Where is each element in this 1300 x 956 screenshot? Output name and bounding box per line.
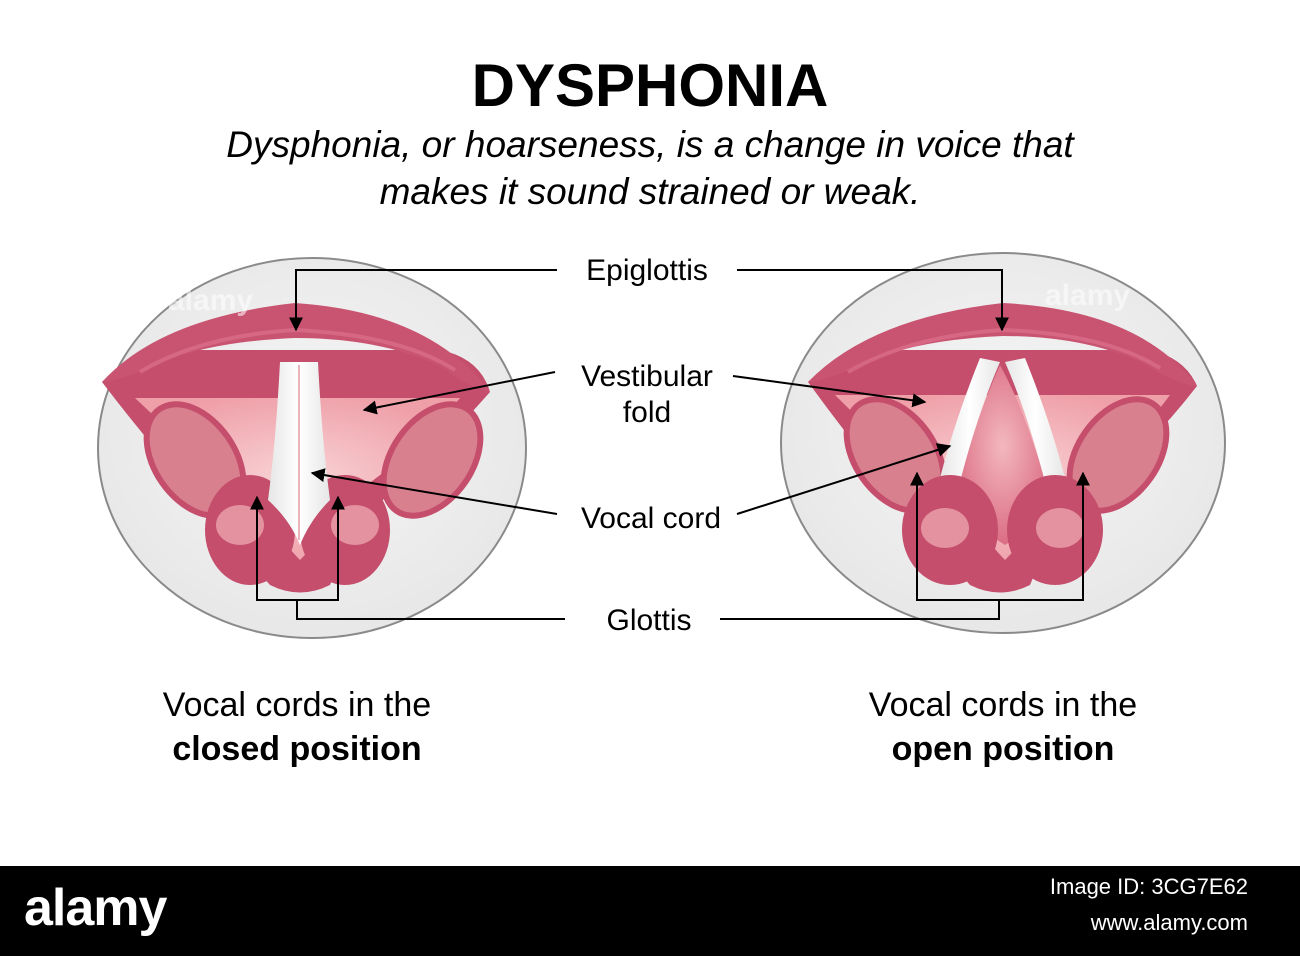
open-larynx-illustration bbox=[780, 252, 1226, 634]
watermark-mark-right: alamy bbox=[1045, 279, 1130, 312]
label-epiglottis: Epiglottis bbox=[586, 254, 708, 287]
label-vocal-cord: Vocal cord bbox=[581, 502, 721, 535]
footer-logo: alamy bbox=[24, 879, 167, 937]
glottis-bracket-right bbox=[916, 474, 1084, 601]
watermark-mark-left: alamy bbox=[168, 284, 253, 317]
label-glottis: Glottis bbox=[606, 604, 691, 637]
epiglottis-leader-left bbox=[289, 269, 557, 332]
page-title: DYSPHONIA bbox=[472, 52, 829, 119]
epiglottis-leader-right bbox=[737, 269, 1009, 332]
open-arytenoid-left-inner bbox=[921, 508, 969, 548]
glottis-bracket-left bbox=[256, 498, 339, 601]
footer-url: www.alamy.com bbox=[1090, 910, 1248, 935]
footer-image-id: Image ID: 3CG7E62 bbox=[1049, 874, 1248, 899]
caption-closed-line-1: Vocal cords in the bbox=[163, 686, 431, 724]
vocal-cord-leader-left bbox=[310, 468, 558, 515]
open-epiglottis bbox=[808, 303, 1197, 386]
glottis-leader-right bbox=[720, 600, 1000, 620]
closed-arytenoid-right-inner bbox=[331, 505, 379, 545]
glottis-leader-left bbox=[296, 600, 565, 620]
caption-open-line-1: Vocal cords in the bbox=[869, 686, 1137, 724]
open-vocal-cord-right bbox=[1005, 358, 1065, 490]
label-vestibular-line-1: Vestibular bbox=[581, 360, 713, 393]
open-vocal-cord-left bbox=[940, 358, 1000, 490]
watermark-footer: alamy Image ID: 3CG7E62 www.alamy.com bbox=[0, 866, 1300, 956]
open-arytenoid-right-inner bbox=[1036, 508, 1084, 548]
subtitle-line-1: Dysphonia, or hoarseness, is a change in… bbox=[226, 124, 1075, 165]
label-vestibular-line-2: fold bbox=[623, 396, 671, 429]
closed-arytenoid-left-inner bbox=[216, 505, 264, 545]
closed-larynx-illustration bbox=[97, 257, 527, 639]
subtitle-line-2: makes it sound strained or weak. bbox=[380, 171, 921, 212]
closed-right-lobe bbox=[380, 401, 484, 519]
closed-epiglottis bbox=[102, 303, 490, 392]
caption-closed-line-2: closed position bbox=[172, 730, 421, 768]
vestibular-leader-right bbox=[732, 375, 927, 408]
vestibular-leader-left bbox=[362, 371, 556, 415]
caption-open-line-2: open position bbox=[892, 730, 1115, 768]
vocal-cord-leader-right bbox=[736, 443, 952, 515]
